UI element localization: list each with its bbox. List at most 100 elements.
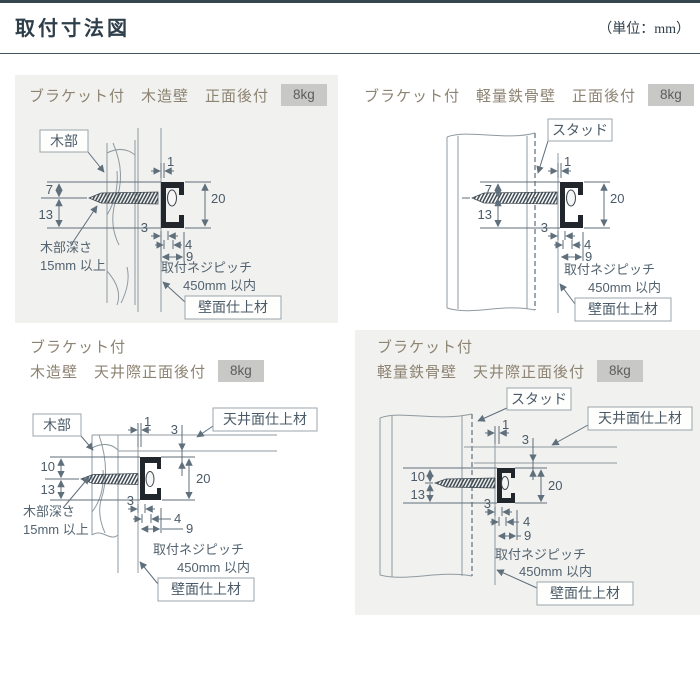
dim-3: 3	[484, 496, 491, 511]
screw-pitch-note-2: 450mm 以内	[183, 278, 256, 293]
wood-label-box	[32, 413, 82, 437]
dimension-lines	[45, 423, 214, 585]
dimension-lines	[403, 407, 589, 589]
page-title: 取付寸法図	[15, 18, 130, 40]
ceiling-finish-label: 天井面仕上材	[223, 411, 307, 427]
wood-label: 木部	[50, 133, 78, 149]
wood-depth-note-2: 15mm 以上	[40, 258, 106, 273]
wall-finish-label: 壁面仕上材	[198, 299, 268, 315]
wood-label: 木部	[43, 417, 71, 433]
stud-member	[379, 413, 473, 578]
wood-member	[91, 434, 119, 573]
screw-head	[145, 471, 155, 487]
stud-label: スタッド	[511, 391, 567, 407]
panel-title-row: ブラケット付 軽量鉄骨壁 正面後付 8kg	[364, 84, 694, 106]
rail-profile	[140, 457, 161, 500]
screw	[88, 191, 159, 205]
screw-pitch-note-1: 取付ネジピッチ	[564, 262, 655, 277]
dimension-lines	[41, 151, 211, 303]
panel-wood-front: ブラケット付 木造壁 正面後付 8kg	[15, 75, 338, 323]
wood-member	[106, 140, 136, 306]
panel-title-line2: 軽量鉄骨壁 天井際正面後付	[377, 363, 586, 381]
dim-9: 9	[524, 528, 531, 543]
dim-20: 20	[548, 478, 562, 493]
dim-10: 10	[411, 469, 425, 484]
unit-note: （単位：mm）	[598, 22, 690, 37]
screw-pitch-note-1: 取付ネジピッチ	[161, 260, 252, 275]
dim-13: 13	[411, 487, 425, 502]
panel-title: ブラケット付 軽量鉄骨壁 正面後付	[364, 87, 637, 105]
panel-stud-ceiling: ブラケット付 軽量鉄骨壁 天井際正面後付 8kg	[355, 330, 700, 615]
ceiling-finish-lines	[464, 446, 617, 464]
wall-finish-label-box	[184, 295, 282, 320]
wall-finish-label-box	[574, 297, 672, 322]
dim-3: 3	[541, 220, 548, 235]
dim-9: 9	[186, 249, 193, 264]
panel-title-row: ブラケット付 木造壁 正面後付 8kg	[29, 84, 327, 106]
wood-depth-note-1: 木部深さ	[40, 240, 92, 255]
dim-3: 3	[141, 220, 148, 235]
drawing-stud-front: 1 20 7 13 3 4 9 スタッド 取付ネジピッチ 450mm 以内 壁面…	[446, 118, 672, 322]
panel-wood-ceiling: ブラケット付 木造壁 天井際正面後付 8kg	[15, 330, 350, 630]
panel-title-line2: 木造壁 天井際正面後付	[30, 363, 207, 381]
weight-badge: 8kg	[597, 360, 643, 382]
wood-depth-note-1: 木部深さ	[23, 504, 75, 519]
panel-title-line1: ブラケット付	[30, 339, 127, 356]
screw-head	[167, 189, 177, 207]
rail-profile	[497, 468, 515, 503]
wood-label-box	[39, 129, 89, 153]
weight-badge: 8kg	[218, 360, 264, 382]
dim-7: 7	[485, 182, 492, 197]
drawing-wood-front: 1 20 7 13 3 4 9 木部 木部深さ 15mm 以上 取付ネジピッチ …	[39, 128, 282, 320]
dim-3-top: 3	[522, 432, 529, 447]
wall-finish-label: 壁面仕上材	[171, 581, 241, 597]
weight-badge: 8kg	[281, 84, 327, 106]
weight-badge: 8kg	[648, 84, 694, 106]
drawing-stud-ceiling: 1 3 10 13 20 3 4 9 スタッド 天井面仕上材 取付ネジピッチ 4…	[379, 387, 693, 606]
screw-pitch-note-1: 取付ネジピッチ	[495, 547, 586, 562]
screw-head	[501, 476, 509, 490]
stud-label-box	[506, 387, 572, 411]
ceiling-finish-lines	[92, 434, 277, 452]
screw-head	[566, 189, 576, 207]
dim-20: 20	[610, 191, 624, 206]
dim-13: 13	[41, 482, 55, 497]
screw-pitch-note-2: 450mm 以内	[588, 280, 661, 295]
dim-3: 3	[127, 493, 134, 508]
dim-4: 4	[584, 237, 591, 252]
screw-pitch-note-1: 取付ネジピッチ	[153, 542, 244, 557]
ceiling-finish-label-box	[212, 407, 318, 432]
screw	[471, 191, 558, 205]
rail-profile	[560, 182, 583, 228]
wall-finish-label-box	[157, 577, 255, 602]
screw-pitch-note-2: 450mm 以内	[177, 560, 250, 575]
panel-title-row: ブラケット付 軽量鉄骨壁 天井際正面後付 8kg	[377, 336, 643, 382]
stud-member	[446, 132, 536, 312]
panel-title-line2-row: 木造壁 天井際正面後付 8kg	[30, 360, 264, 382]
dimension-lines	[462, 140, 610, 305]
dim-20: 20	[196, 471, 210, 486]
panel-title: ブラケット付 木造壁 正面後付	[29, 87, 270, 105]
ceiling-finish-label: 天井面仕上材	[598, 410, 682, 426]
ceiling-finish-label-box	[587, 406, 693, 431]
screw-pitch-note-2: 450mm 以内	[519, 564, 592, 579]
panel-title-line1: ブラケット付	[377, 339, 474, 356]
drawing-wood-ceiling: 1 3 10 13 20 3 4 9 木部 天井面仕上材 木部深さ 15mm 以…	[23, 407, 318, 602]
dim-7: 7	[46, 182, 53, 197]
dim-10: 10	[41, 459, 55, 474]
screw	[80, 473, 139, 485]
wall-finish-label: 壁面仕上材	[550, 585, 620, 601]
rail-profile	[161, 182, 184, 228]
dim-13: 13	[39, 207, 53, 222]
dim-13: 13	[478, 207, 492, 222]
top-accent-bar	[0, 0, 700, 3]
header-divider	[0, 53, 700, 54]
panel-title-row: ブラケット付 木造壁 天井際正面後付 8kg	[30, 336, 264, 382]
dim-1: 1	[564, 154, 571, 169]
wall-finish-label: 壁面仕上材	[588, 301, 658, 317]
dim-4: 4	[185, 237, 192, 252]
wall-finish-label-box	[536, 581, 634, 606]
dim-1: 1	[502, 417, 509, 432]
panel-stud-front: ブラケット付 軽量鉄骨壁 正面後付 8kg	[352, 75, 700, 323]
wood-depth-note-2: 15mm 以上	[23, 522, 89, 537]
